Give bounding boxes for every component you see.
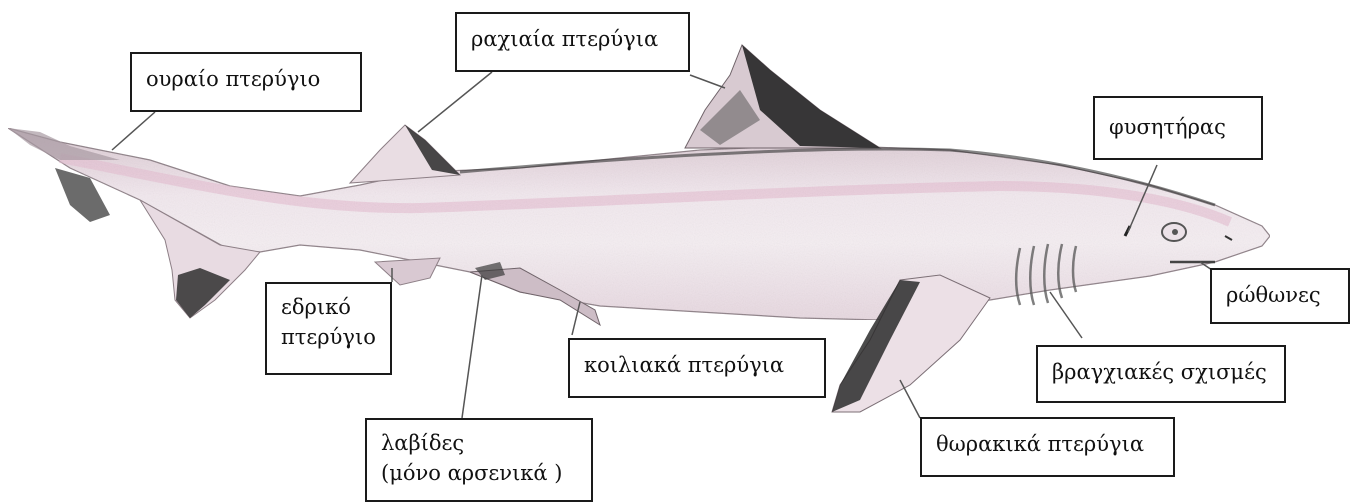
label-pelvic-fins: κοιλιακά πτερύγια (568, 338, 826, 398)
label-anal-fin-line2: πτερύγιο (281, 322, 376, 352)
label-dorsal-fin: ραχιαία πτερύγια (455, 12, 690, 72)
first-dorsal-fin (685, 45, 880, 148)
label-nostrils: ρώθωνες (1210, 268, 1350, 324)
label-anal-fin-line1: εδρικό (281, 292, 376, 322)
label-tail-fin: ουραίο πτερύγιο (130, 52, 362, 112)
label-claspers-line2: (μόνο αρσενικά ) (381, 458, 577, 488)
label-claspers-line1: λαβίδες (381, 428, 577, 458)
label-spiracle: φυσητήρας (1093, 96, 1263, 160)
label-gill-slits: βραγχιακές σχισμές (1036, 345, 1286, 403)
second-dorsal-fin (350, 125, 460, 183)
label-anal-fin: εδρικό πτερύγιο (265, 282, 392, 375)
label-claspers: λαβίδες (μόνο αρσενικά ) (365, 418, 593, 502)
label-pectoral-fins: θωρακικά πτερύγια (920, 417, 1175, 477)
